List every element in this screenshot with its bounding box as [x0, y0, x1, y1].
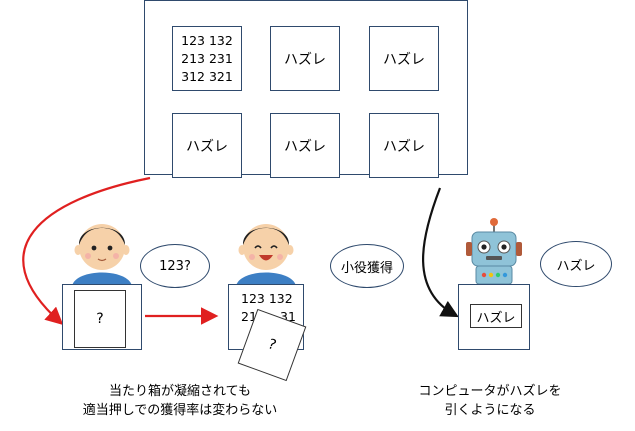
caption-right-line-2: 引くようになる: [444, 403, 536, 418]
miss-label: ハズレ: [284, 51, 326, 68]
miss-label: ハズレ: [383, 138, 425, 155]
box-winning-combinations: 123 132 213 231 312 321: [172, 26, 242, 91]
card-question-mark: ?: [265, 336, 279, 354]
box-miss-3: ハズレ: [172, 113, 242, 178]
combination-list: 123 132 213 231 312 321: [181, 32, 233, 84]
black-curved-arrow: [422, 187, 459, 318]
computer-pick-label: ハズレ: [476, 310, 516, 326]
caption-left-line-2: 適当押しでの獲得率は変わらない: [82, 403, 278, 418]
caption-left: 当たり箱が凝縮されても 適当押しでの獲得率は変わらない: [70, 382, 290, 420]
miss-label: ハズレ: [186, 138, 228, 155]
speech-bubble-computer: ハズレ: [540, 241, 612, 287]
speech-bubble-win: 小役獲得: [330, 244, 404, 288]
speech-bubble-guess: 123?: [140, 244, 210, 288]
box-miss-1: ハズレ: [270, 26, 340, 91]
boy-neutral-illustration: [72, 224, 132, 286]
robot-illustration: [466, 218, 522, 285]
computer-pick-card: ハズレ: [470, 304, 522, 328]
caption-right-line-1: コンピュータがハズレを: [418, 384, 562, 399]
boy-happy-illustration: [236, 224, 296, 286]
bubble-text: 小役獲得: [340, 260, 393, 276]
card-question-mark: ?: [96, 311, 104, 327]
miss-label: ハズレ: [284, 138, 326, 155]
bubble-text: 123?: [159, 258, 191, 274]
red-curved-arrow: [22, 176, 151, 325]
box-miss-4: ハズレ: [270, 113, 340, 178]
box-miss-2: ハズレ: [369, 26, 439, 91]
caption-left-line-1: 当たり箱が凝縮されても: [109, 384, 251, 399]
hidden-card: ?: [74, 290, 126, 348]
box-miss-5: ハズレ: [369, 113, 439, 178]
bubble-text: ハズレ: [556, 258, 596, 274]
caption-right: コンピュータがハズレを 引くようになる: [400, 382, 580, 420]
miss-label: ハズレ: [383, 51, 425, 68]
revealed-top-line: 123 132: [241, 291, 293, 306]
